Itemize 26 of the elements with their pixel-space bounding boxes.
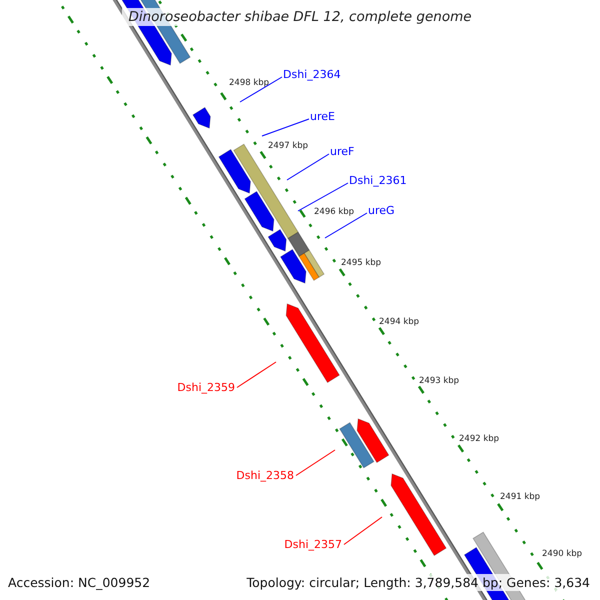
tick-label: 2491 kbp: [500, 492, 540, 502]
tick-label: 2498 kbp: [229, 78, 270, 88]
leader-line: [236, 362, 276, 388]
gene-label: Dshi_2361: [349, 174, 407, 187]
gene-label: Dshi_2359: [177, 381, 235, 394]
leader-line: [262, 118, 310, 136]
gene-label: Dshi_2364: [283, 68, 341, 81]
tick-label: 2497 kbp: [268, 141, 308, 151]
tick-label: 2495 kbp: [341, 258, 382, 268]
gene-label: Dshi_2358: [236, 469, 294, 482]
gene-label: Dshi_2357: [284, 538, 342, 551]
tick-label: 2490 kbp: [542, 549, 582, 559]
tick-label: 2492 kbp: [459, 434, 500, 444]
genome-summary-text: Topology: circular; Length: 3,789,584 bp; Genes: 3,634: [244, 574, 592, 591]
leader-line: [298, 182, 348, 212]
leader-line: [296, 450, 336, 476]
leader-line: [324, 212, 368, 238]
leader-line: [240, 76, 282, 102]
tick-label: 2493 kbp: [419, 376, 460, 386]
gene-label: ureF: [330, 145, 354, 158]
tick-label: 2496 kbp: [314, 207, 354, 217]
leader-line: [344, 516, 382, 545]
gene-label: ureE: [310, 110, 335, 123]
leader-line: [286, 154, 330, 180]
tick-label: 2494 kbp: [379, 317, 420, 327]
gene-label: ureG: [368, 204, 395, 217]
